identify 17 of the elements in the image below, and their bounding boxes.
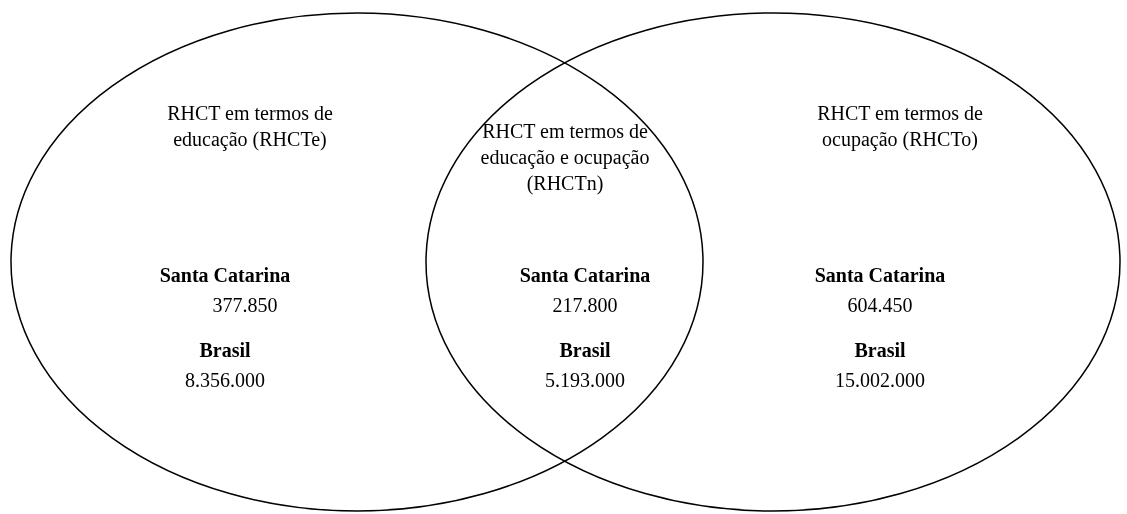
set-heading: RHCT em termos de educação e ocupação (RHCTn) bbox=[479, 119, 651, 196]
count-value: 15.002.000 bbox=[834, 368, 926, 393]
count-value: 8.356.000 bbox=[184, 368, 266, 393]
region-name: Brasil bbox=[853, 338, 907, 363]
count-value: 217.800 bbox=[551, 293, 619, 318]
region-name: Santa Catarina bbox=[813, 263, 947, 288]
count-value: 604.450 bbox=[846, 293, 914, 318]
region-name: Brasil bbox=[558, 338, 612, 363]
set-ellipse bbox=[425, 12, 1121, 512]
set-ellipse bbox=[10, 12, 704, 512]
region-name: Santa Catarina bbox=[158, 263, 292, 288]
set-heading: RHCT em termos de educação (RHCTe) bbox=[166, 101, 334, 152]
region-name: Santa Catarina bbox=[518, 263, 652, 288]
count-value: 377.850 bbox=[211, 293, 279, 318]
region-name: Brasil bbox=[198, 338, 252, 363]
count-value: 5.193.000 bbox=[544, 368, 626, 393]
set-heading: RHCT em termos de ocupação (RHCTo) bbox=[816, 101, 984, 152]
